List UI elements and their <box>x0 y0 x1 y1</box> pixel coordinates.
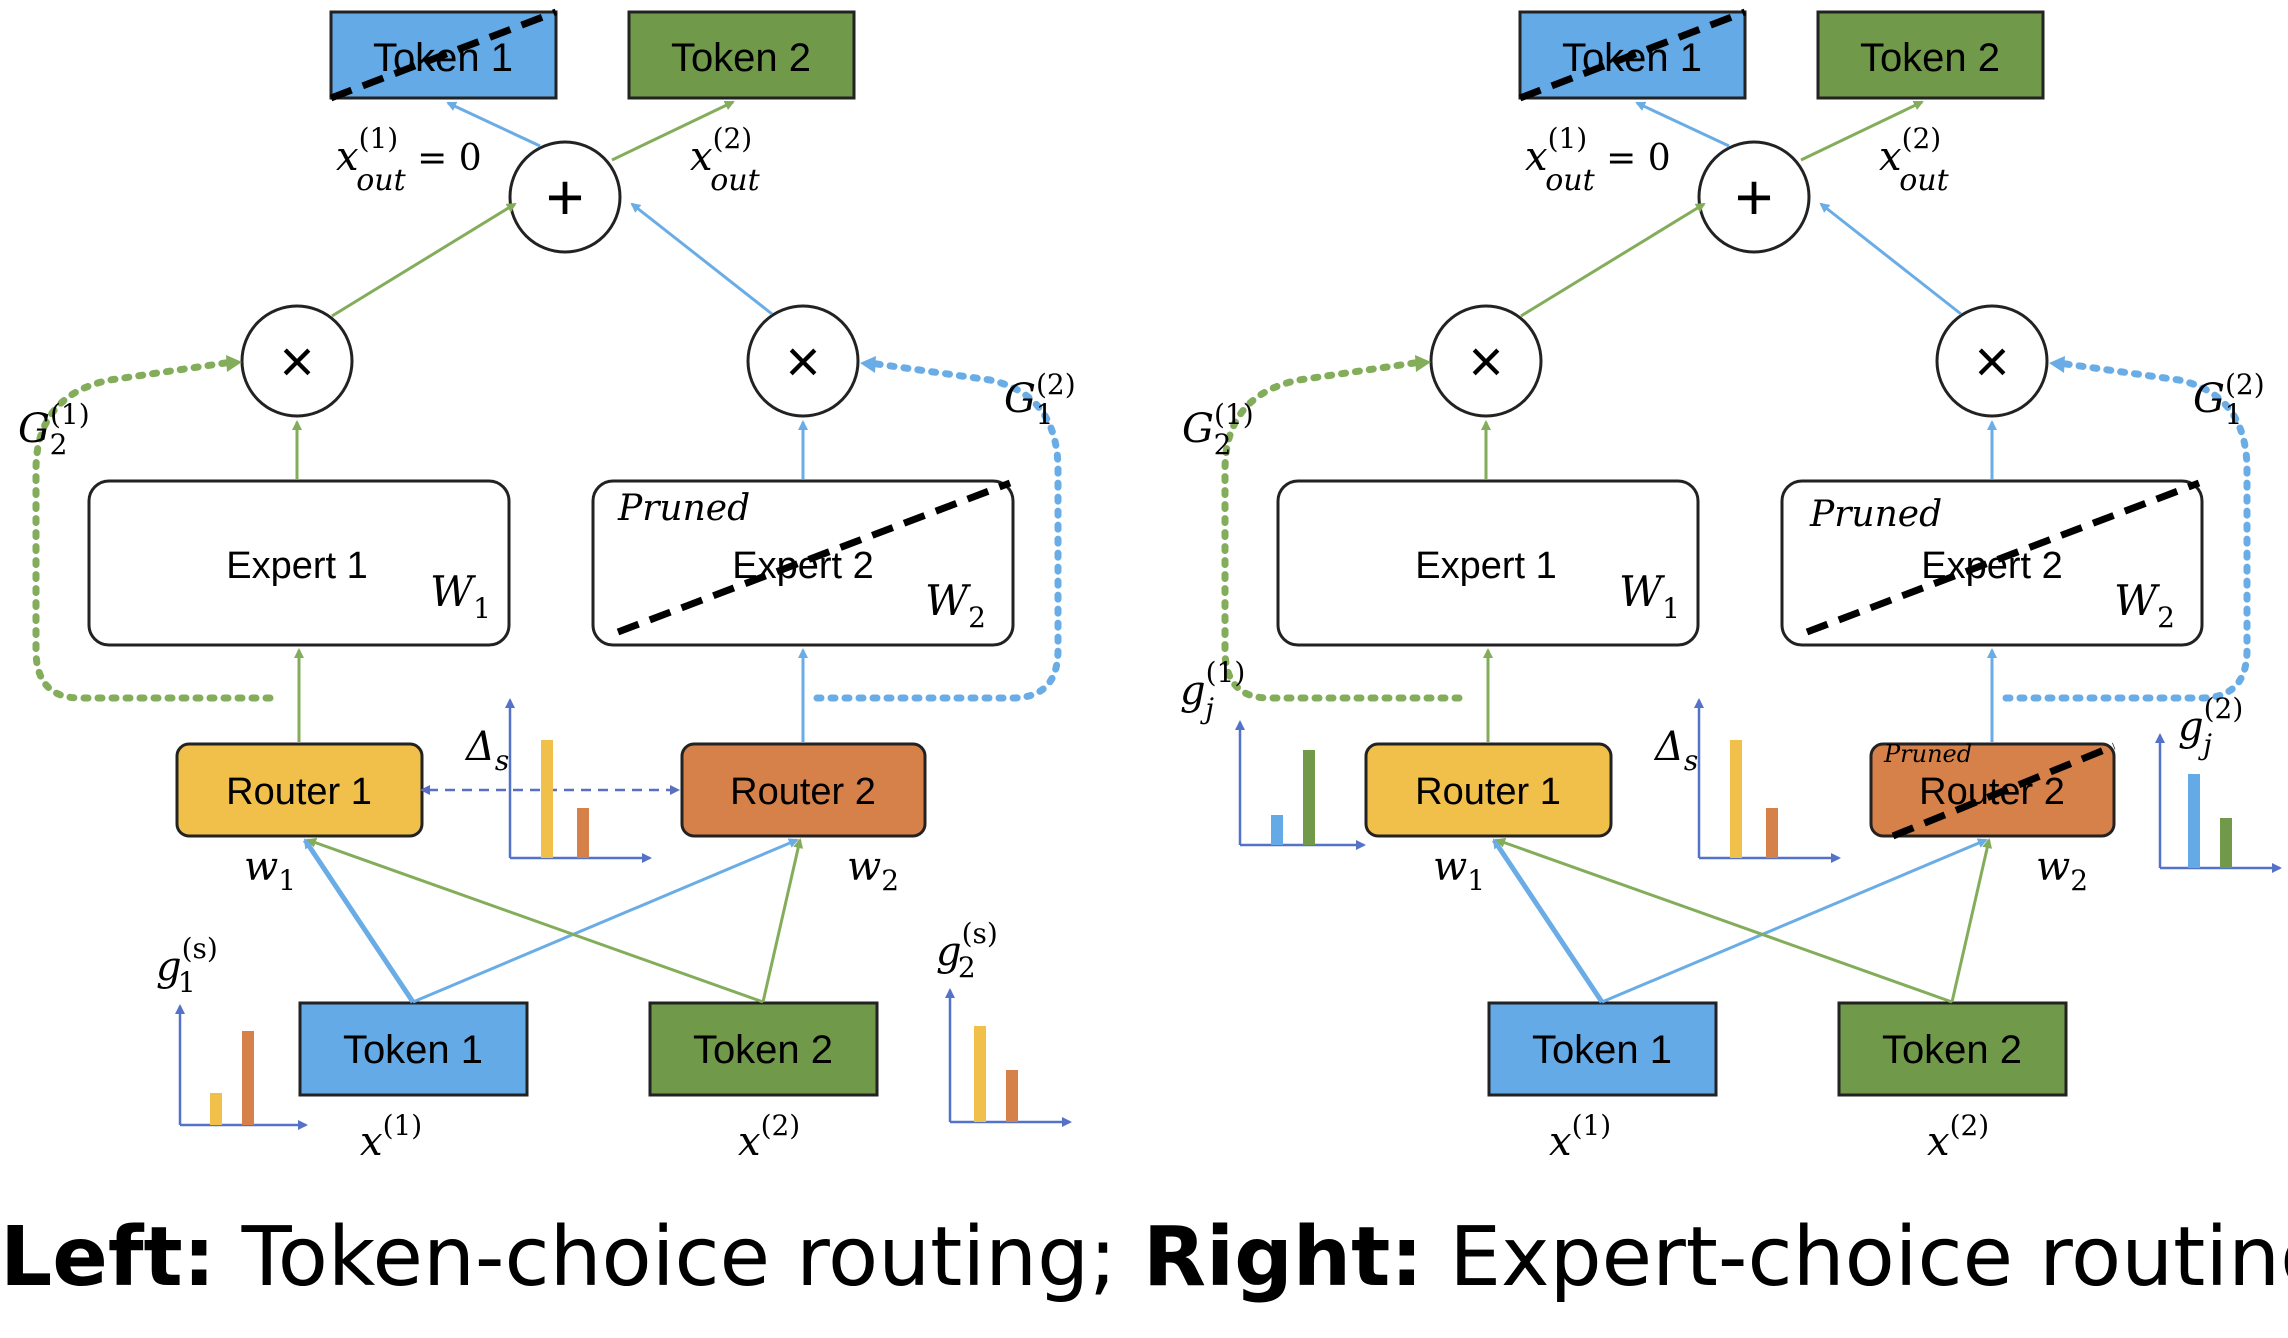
left-w1-router-label: w1 <box>244 844 296 897</box>
right-x1-label: x(1) <box>1549 1109 1611 1165</box>
right-router1-box <box>1364 742 1613 838</box>
right-x2-label: x(2) <box>1927 1109 1989 1165</box>
right-token2-in-box <box>1837 1001 2068 1097</box>
left-multiply-node-2 <box>746 304 860 418</box>
left-g2s-label: g(s)2 <box>936 917 998 984</box>
right-router2-strike <box>1891 742 2116 840</box>
left-expert2-strike <box>616 479 1012 636</box>
right-token2-out-box <box>1816 10 2045 100</box>
left-g2s-bar-1 <box>974 1026 986 1122</box>
right-multiply-node-1 <box>1429 304 1543 418</box>
left-token1-in-label: Token 1 <box>343 1028 483 1072</box>
caption-right-bold: Right: <box>1142 1210 1424 1305</box>
left-sum-node <box>508 140 622 254</box>
left-times-icon-2: × <box>785 328 820 395</box>
right-gj1-label: g(1)j <box>1180 656 1245 725</box>
right-gating-curve-1 <box>1221 358 1463 702</box>
right-gj1-bar-1 <box>1271 815 1283 845</box>
right-xout2-label: x(2)out <box>1879 122 1950 198</box>
right-gj1-bar-2 <box>1303 750 1315 845</box>
figure-caption: Left: Token-choice routing; Right: Exper… <box>0 1210 2288 1305</box>
right-multiply-node-2 <box>1935 304 2049 418</box>
caption-left-bold: Left: <box>0 1210 216 1305</box>
right-expert1-label: Expert 1 <box>1415 545 1557 587</box>
left-G21-label: G(1)2 <box>18 398 90 461</box>
left-expert1-box <box>87 479 511 647</box>
left-delta-bar-1 <box>541 740 553 858</box>
left-gating-curve-1 <box>32 358 274 702</box>
left-token2-out-box <box>627 10 856 100</box>
right-gating-curve-2 <box>2002 359 2251 702</box>
right-delta-label: Δs <box>1653 724 1698 777</box>
left-token2-in-label: Token 2 <box>693 1028 833 1072</box>
left-g2s-bar-2 <box>1006 1070 1018 1122</box>
left-router1-label: Router 1 <box>226 771 372 813</box>
left-delta-bar-2 <box>577 808 589 858</box>
right-expert1-box <box>1276 479 1700 647</box>
left-w2-router-label: w2 <box>847 844 899 897</box>
left-router2-label: Router 2 <box>730 771 876 813</box>
left-g1s-bar-1 <box>210 1093 222 1125</box>
left-token2-in-box <box>648 1001 879 1097</box>
left-G12-label: G(2)1 <box>1004 368 1076 431</box>
left-g1s-bar-2 <box>242 1031 254 1125</box>
right-delta-bar-1 <box>1730 740 1742 858</box>
right-router-pruned-label: Pruned <box>1883 740 1972 768</box>
right-times-icon-1: × <box>1468 328 1503 395</box>
left-panel: Token 1 Token 2 + x(1)out = 0 x(2)out × … <box>18 8 1076 1165</box>
right-G12-label: G(2)1 <box>2193 368 2265 431</box>
right-G21-label: G(1)2 <box>1182 398 1254 461</box>
right-token1-in-box <box>1487 1001 1718 1097</box>
right-token2-in-label: Token 2 <box>1882 1028 2022 1072</box>
left-g1s-label: g(s)1 <box>156 932 218 999</box>
left-plus-icon: + <box>546 160 585 234</box>
right-token1-in-label: Token 1 <box>1532 1028 1672 1072</box>
right-w1-router-label: w1 <box>1433 844 1485 897</box>
right-xout1-label: x(1)out = 0 <box>1525 122 1671 198</box>
caption-right-text: Expert-choice routing <box>1449 1210 2288 1305</box>
left-xout1-label: x(1)out = 0 <box>336 122 482 198</box>
left-gating-curve-2 <box>813 359 1062 702</box>
left-times-icon-1: × <box>279 328 314 395</box>
left-pruned-label: Pruned <box>617 488 750 529</box>
left-x1-label: x(1) <box>360 1109 422 1165</box>
left-router2-box <box>680 742 927 838</box>
right-expert2-strike <box>1805 479 2201 636</box>
right-plus-icon: + <box>1735 160 1774 234</box>
left-token1-in-box <box>298 1001 529 1097</box>
left-token2-out-label: Token 2 <box>671 36 811 80</box>
right-gj2-bar-1 <box>2188 774 2200 868</box>
right-gj2-label: g(2)j <box>2178 692 2243 761</box>
left-multiply-node-1 <box>240 304 354 418</box>
left-expert1-label: Expert 1 <box>226 545 368 587</box>
left-delta-label: Δs <box>464 724 509 777</box>
right-delta-bar-2 <box>1766 808 1778 858</box>
left-token1-strike <box>329 8 558 102</box>
right-token1-strike <box>1518 8 1747 102</box>
caption-left-text: Token-choice routing; <box>241 1210 1117 1305</box>
right-gj2-bar-2 <box>2220 818 2232 868</box>
right-w2-router-label: w2 <box>2036 844 2088 897</box>
right-router1-label: Router 1 <box>1415 771 1561 813</box>
right-panel: Token 1 Token 2 + x(1)out = 0 x(2)out × … <box>1180 8 2282 1165</box>
right-sum-node <box>1697 140 1811 254</box>
right-pruned-label: Pruned <box>1809 494 1942 535</box>
left-xout2-label: x(2)out <box>690 122 761 198</box>
left-x2-label: x(2) <box>738 1109 800 1165</box>
right-token2-out-label: Token 2 <box>1860 36 2000 80</box>
right-times-icon-2: × <box>1974 328 2009 395</box>
